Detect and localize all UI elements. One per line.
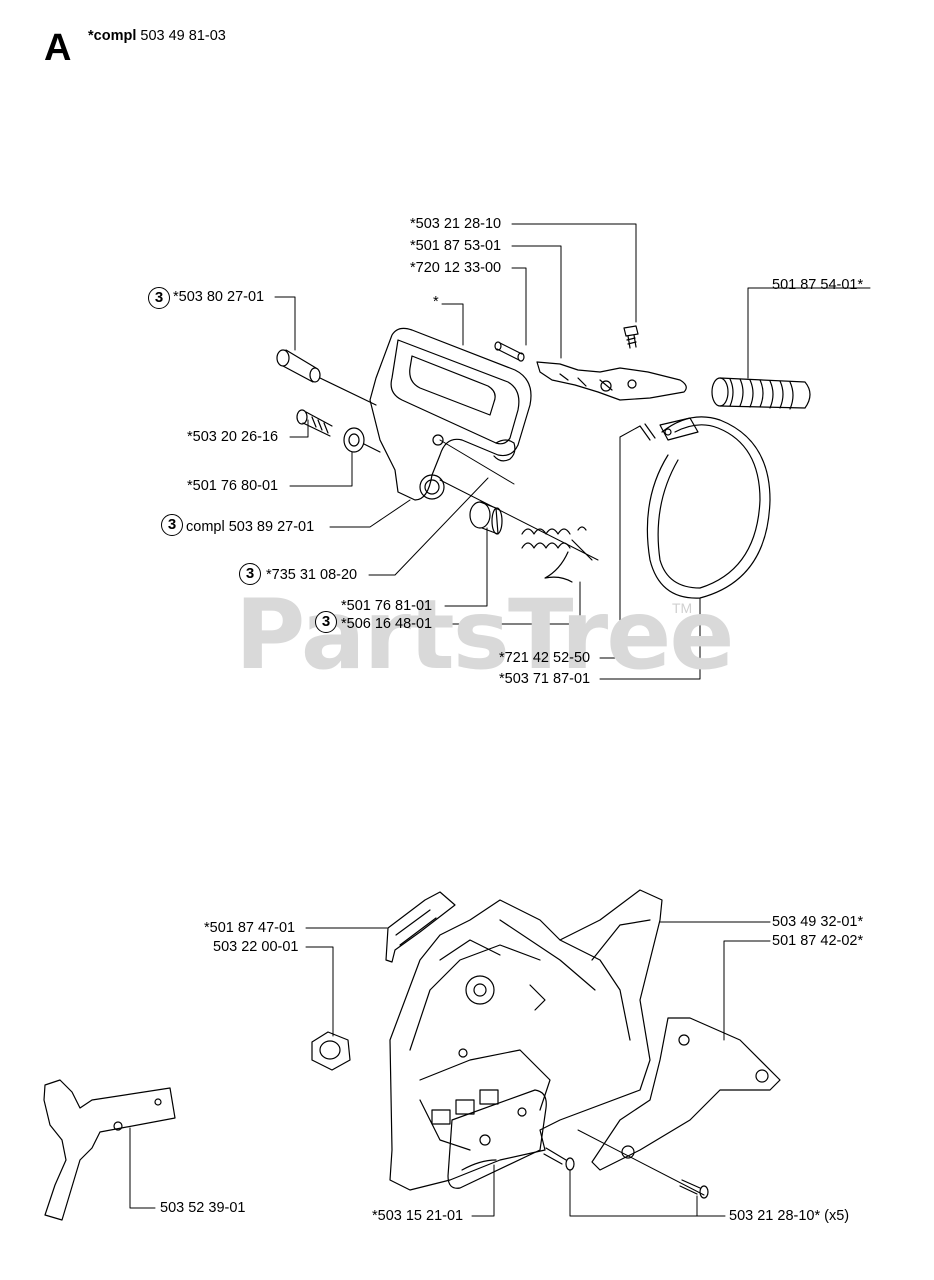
part-label-501-87-54-01[interactable]: 501 87 54-01*	[772, 277, 864, 293]
bushing-501-76-81-01	[469, 501, 503, 535]
clip-501-87-47-01	[385, 891, 456, 963]
part-label-503-20-26-16[interactable]: *503 20 26-16	[187, 429, 279, 445]
part-label-735-31-08-20[interactable]: *735 31 08-20	[266, 567, 358, 583]
part-label-501-76-80-01[interactable]: *501 76 80-01	[187, 478, 279, 494]
torsion-spring	[521, 526, 593, 583]
part-label-503-71-87-01[interactable]: *503 71 87-01	[499, 671, 591, 687]
screw-lower-1	[543, 1147, 575, 1171]
part-label-503-21-28-10-x5[interactable]: 503 21 28-10* (x5)	[729, 1208, 850, 1224]
side-plate	[591, 1017, 781, 1171]
screw-503-21-28-10	[623, 325, 639, 349]
callout-3-d: 3	[315, 611, 337, 633]
part-label-503-15-21-01[interactable]: *503 15 21-01	[372, 1208, 464, 1224]
part-label-503-49-32-01[interactable]: 503 49 32-01*	[772, 914, 864, 930]
screw-lower-2	[679, 1179, 709, 1199]
pin-721-42-52-50	[639, 423, 656, 441]
part-label-503-89-27-01[interactable]: compl 503 89 27-01	[186, 519, 315, 535]
leader-lines	[129, 223, 871, 1217]
callout-3-c: 3	[239, 563, 261, 585]
part-label-503-80-27-01[interactable]: *503 80 27-01	[173, 289, 265, 305]
chain-guard-plate	[447, 1089, 547, 1189]
part-label-503-22-00-01[interactable]: 503 22 00-01	[213, 939, 299, 955]
part-label-721-42-52-50[interactable]: *721 42 52-50	[499, 650, 591, 666]
chain-brake-handle	[369, 327, 532, 501]
part-label-handle-star[interactable]: *	[433, 294, 439, 310]
part-label-501-87-53-01[interactable]: *501 87 53-01	[410, 238, 502, 254]
watermark: PartsTree	[235, 579, 734, 691]
part-label-501-76-81-01[interactable]: *501 76 81-01	[341, 598, 433, 614]
callout-3-b: 3	[161, 514, 183, 536]
trademark-mark: TM	[672, 600, 693, 616]
coil-spring-501-87-54-01	[711, 377, 811, 410]
part-label-501-87-47-01[interactable]: *501 87 47-01	[204, 920, 296, 936]
circlip	[493, 439, 516, 462]
compl-prefix: *compl	[88, 28, 137, 44]
nut-503-22-00-01	[311, 1031, 351, 1071]
callout-3-a: 3	[148, 287, 170, 309]
bushing-501-76-80-01	[343, 427, 381, 453]
bar-tool-bracket	[43, 1079, 176, 1221]
section-letter: A	[44, 27, 72, 69]
spring-pin	[494, 341, 525, 362]
part-label-506-16-48-01[interactable]: *506 16 48-01	[341, 616, 433, 632]
screw-503-20-26-16	[296, 409, 333, 437]
part-label-720-12-33-00[interactable]: *720 12 33-00	[410, 260, 502, 276]
pivot-bolt	[276, 349, 377, 406]
part-label-501-87-42-02[interactable]: 501 87 42-02*	[772, 933, 864, 949]
brake-band	[646, 416, 771, 599]
clutch-cover-housing	[389, 889, 663, 1191]
brake-lever	[536, 361, 687, 401]
assembly-title: *compl 503 49 81-03	[88, 28, 226, 44]
part-label-503-52-39-01[interactable]: 503 52 39-01	[160, 1200, 246, 1216]
part-label-503-21-28-10[interactable]: *503 21 28-10	[410, 216, 502, 232]
compl-part-number: 503 49 81-03	[140, 28, 226, 44]
